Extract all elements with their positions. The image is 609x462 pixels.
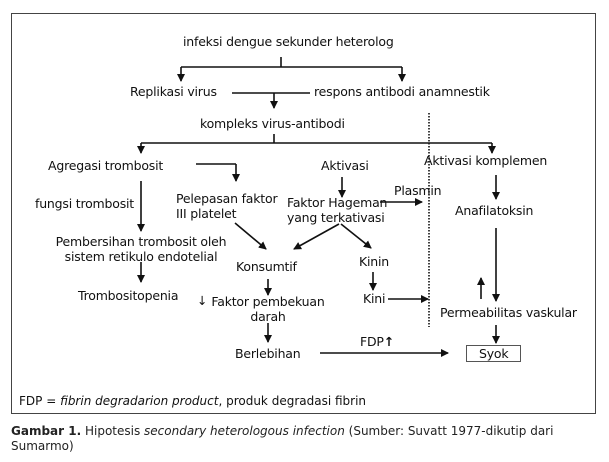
node-respons-antibodi: respons antibodi anamnestik <box>314 84 490 99</box>
node-syok: Syok <box>466 345 522 362</box>
node-permeabilitas-vaskular: Permeabilitas vaskular <box>440 305 577 320</box>
caption-label: Gambar 1. <box>11 424 82 438</box>
decrease-arrow-icon: ↓ <box>197 293 208 308</box>
node-replikasi-virus: Replikasi virus <box>130 84 217 99</box>
node-pelepasan-faktor: Pelepasan faktor III platelet <box>176 191 278 221</box>
node-trombositopenia: Trombositopenia <box>78 288 179 303</box>
diagram-frame <box>11 13 596 414</box>
node-kinin: Kinin <box>359 254 389 269</box>
node-anafilatoksin: Anafilatoksin <box>455 203 534 218</box>
node-konsumtif: Konsumtif <box>236 259 297 274</box>
pelepasan-line-1: Pelepasan faktor <box>176 191 278 206</box>
node-aktivasi: Aktivasi <box>321 158 369 173</box>
legend-abbr: FDP = <box>19 394 61 408</box>
label-fdp: FDP↑ <box>360 334 394 349</box>
node-pembersihan-trombosit: Pembersihan trombosit oleh sistem retiku… <box>30 234 252 264</box>
pembersihan-line-1: Pembersihan trombosit oleh <box>55 234 227 249</box>
hageman-line-1: Faktor Hageman <box>287 195 388 210</box>
hageman-line-2: yang terkativasi <box>287 210 385 225</box>
faktor-pembekuan-line-1: Faktor pembekuan <box>211 294 325 309</box>
caption-text-1: Hipotesis <box>81 424 145 438</box>
node-berlebihan: Berlebihan <box>235 346 301 361</box>
node-aktivasi-komplemen: Aktivasi komplemen <box>424 153 548 168</box>
node-faktor-pembekuan-darah: Faktor pembekuan darah <box>207 294 329 324</box>
figure-caption: Gambar 1. Hipotesis secondary heterologo… <box>11 424 597 454</box>
node-fungsi-trombosit: fungsi trombosit <box>35 196 134 211</box>
caption-italic: secondary heterologous infection <box>144 424 345 438</box>
node-plasmin: Plasmin <box>394 183 442 198</box>
legend-fdp: FDP = fibrin degradarion product, produk… <box>19 394 366 408</box>
node-agregasi-trombosit: Agregasi trombosit <box>48 158 164 173</box>
faktor-pembekuan-line-2: darah <box>250 309 286 324</box>
pembersihan-line-2: sistem retikulo endotelial <box>64 249 218 264</box>
node-faktor-hageman: Faktor Hageman yang terkativasi <box>287 195 387 225</box>
legend-rest: , produk degradasi fibrin <box>218 394 367 408</box>
fdp-text: FDP <box>360 334 384 349</box>
pelepasan-line-2: III platelet <box>176 206 237 221</box>
increase-arrow-icon: ↑ <box>383 334 395 349</box>
legend-term: fibrin degradarion product <box>60 394 219 408</box>
node-kini: Kini <box>363 291 386 306</box>
caption-text-2: (Sumber: Suvatt 1977-dikutip dari Sumarm… <box>11 424 554 453</box>
node-infeksi: infeksi dengue sekunder heterolog <box>183 34 394 49</box>
node-kompleks-virus-antibodi: kompleks virus-antibodi <box>200 116 345 131</box>
